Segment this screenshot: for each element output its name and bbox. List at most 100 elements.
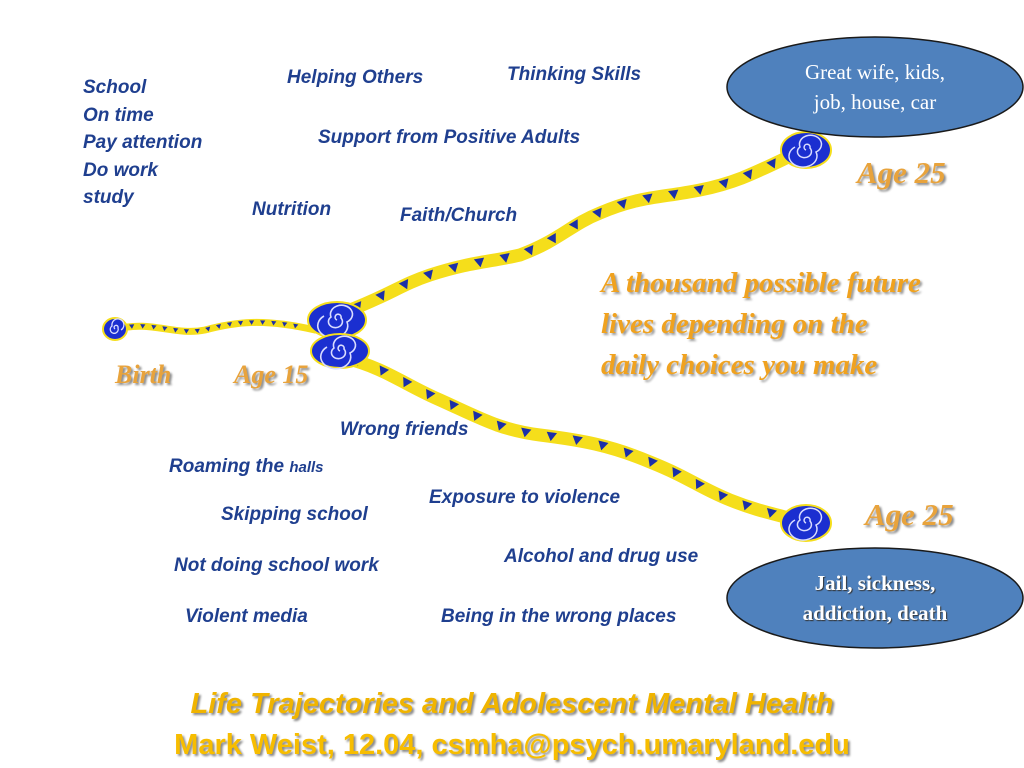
path-triangle bbox=[742, 169, 753, 180]
path-triangle bbox=[766, 507, 777, 518]
path-triangle bbox=[598, 440, 609, 451]
path-triangle bbox=[693, 185, 704, 195]
path-triangle bbox=[616, 199, 627, 209]
message-line: daily choices you make bbox=[601, 349, 878, 381]
message-line: A thousand possible future bbox=[601, 267, 921, 299]
school-checklist: School On time Pay attention Do work stu… bbox=[83, 74, 202, 212]
path-triangle bbox=[695, 478, 705, 490]
wrong-places-label: Being in the wrong places bbox=[441, 606, 677, 627]
bottom-end-spiral-icon bbox=[780, 504, 832, 542]
path-triangle bbox=[282, 321, 288, 327]
school-item: study bbox=[83, 187, 134, 208]
nutrition-label: Nutrition bbox=[252, 199, 332, 220]
age25-bottom-label: Age 25 bbox=[865, 497, 954, 532]
support-label: Support from Positive Adults bbox=[318, 127, 581, 148]
positive-path-triangles bbox=[351, 158, 776, 312]
not-doing-work-label: Not doing school work bbox=[174, 555, 379, 576]
footer-credit: Mark Weist, 12.04, csmha@psych.umaryland… bbox=[174, 729, 850, 761]
path-triangle bbox=[668, 189, 679, 200]
path-triangle bbox=[572, 435, 583, 446]
faith-label: Faith/Church bbox=[400, 205, 518, 226]
path-triangle bbox=[226, 322, 232, 327]
path-triangle bbox=[183, 329, 190, 334]
birth-spiral-icon bbox=[102, 317, 128, 341]
roaming-text: Roaming the bbox=[169, 456, 285, 477]
positive-trajectory-path bbox=[338, 143, 810, 319]
path-triangle bbox=[260, 320, 266, 325]
path-triangle bbox=[648, 456, 658, 467]
path-triangle bbox=[423, 269, 433, 280]
path-triangle bbox=[293, 323, 299, 329]
future-message: A thousand possible future lives dependi… bbox=[601, 263, 921, 386]
bad-outcome-oval bbox=[726, 547, 1024, 649]
age25-top-label: Age 25 bbox=[857, 155, 946, 190]
good-outcome-text: Great wife, kids, job, house, car bbox=[745, 57, 1005, 117]
path-triangle bbox=[215, 324, 222, 329]
violent-media-label: Violent media bbox=[185, 606, 308, 627]
negative-trajectory-path bbox=[338, 351, 810, 529]
path-triangle bbox=[173, 327, 179, 333]
path-triangle bbox=[248, 320, 255, 325]
path-triangle bbox=[448, 262, 459, 273]
school-item: On time bbox=[83, 104, 154, 126]
alcohol-drugs-label: Alcohol and drug use bbox=[504, 546, 699, 567]
bad-outcome-line: addiction, death bbox=[802, 601, 948, 625]
path-triangle bbox=[205, 326, 211, 332]
fork-top-spiral-icon bbox=[307, 301, 367, 339]
path-triangle bbox=[766, 158, 776, 169]
path-triangle bbox=[496, 420, 507, 431]
path-triangle bbox=[546, 232, 556, 244]
early-path-triangles bbox=[129, 320, 299, 334]
path-triangle bbox=[473, 257, 485, 268]
path-triangle bbox=[623, 447, 634, 458]
path-triangle bbox=[523, 245, 534, 256]
wrong-friends-label: Wrong friends bbox=[340, 419, 469, 440]
path-triangle bbox=[398, 279, 409, 290]
path-triangle bbox=[403, 376, 413, 388]
birth-label: Birth bbox=[115, 360, 172, 389]
good-outcome-oval bbox=[726, 36, 1024, 138]
roaming-halls-label: Roaming the halls bbox=[169, 456, 324, 478]
path-triangle bbox=[568, 219, 578, 230]
early-life-path bbox=[114, 318, 319, 335]
path-triangle bbox=[237, 320, 244, 326]
path-triangle bbox=[718, 178, 729, 189]
age15-label: Age 15 bbox=[234, 360, 309, 389]
path-triangle bbox=[499, 253, 510, 263]
school-item: School bbox=[83, 77, 147, 98]
path-triangle bbox=[379, 365, 390, 376]
path-triangle bbox=[140, 324, 146, 329]
path-triangle bbox=[592, 207, 602, 218]
skipping-school-label: Skipping school bbox=[221, 504, 368, 525]
halls-text: halls bbox=[289, 459, 324, 476]
thinking-skills-label: Thinking Skills bbox=[507, 64, 642, 85]
path-triangle bbox=[742, 500, 753, 511]
path-triangle bbox=[151, 324, 157, 330]
path-triangle bbox=[546, 431, 558, 442]
negative-path-triangles bbox=[354, 356, 777, 518]
path-triangle bbox=[521, 427, 532, 438]
path-triangle bbox=[718, 490, 729, 501]
path-triangle bbox=[672, 467, 682, 478]
path-triangle bbox=[375, 290, 385, 301]
path-triangle bbox=[642, 193, 653, 204]
bad-outcome-line: Jail, sickness, bbox=[814, 571, 936, 595]
good-outcome-line: Great wife, kids, bbox=[805, 60, 945, 84]
path-triangle bbox=[162, 326, 168, 332]
message-line: lives depending on the bbox=[601, 308, 868, 340]
school-item: Pay attention bbox=[83, 132, 203, 153]
top-end-spiral-icon bbox=[780, 131, 832, 169]
path-triangle bbox=[473, 410, 483, 421]
footer-title: Life Trajectories and Adolescent Mental … bbox=[190, 688, 834, 720]
bad-outcome-text: Jail, sickness, addiction, death bbox=[745, 568, 1005, 628]
path-triangle bbox=[271, 320, 277, 326]
helping-others-label: Helping Others bbox=[287, 67, 424, 88]
fork-bottom-spiral-icon bbox=[310, 333, 370, 370]
path-triangle bbox=[426, 389, 436, 400]
path-triangle bbox=[449, 399, 460, 411]
good-outcome-line: job, house, car bbox=[813, 90, 937, 114]
path-triangle bbox=[129, 324, 135, 329]
exposure-violence-label: Exposure to violence bbox=[429, 487, 621, 508]
school-item: Do work bbox=[83, 159, 158, 181]
